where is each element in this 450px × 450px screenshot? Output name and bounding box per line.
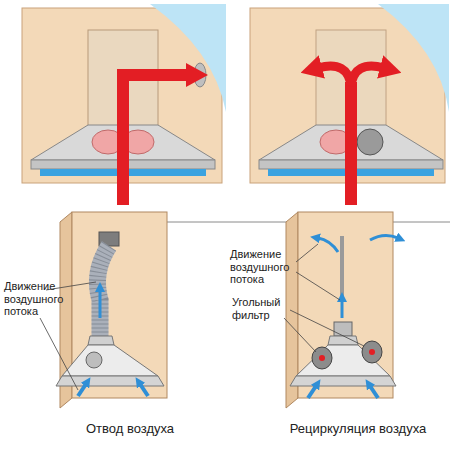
callout-label: Движение воздушного потока [230, 248, 310, 286]
carbon-filter [362, 341, 382, 363]
hood-pyramid [62, 345, 158, 376]
carbon-filter [357, 129, 383, 155]
fan-housing [334, 322, 352, 336]
filter-center [369, 349, 375, 355]
air-flow-arrow [123, 75, 190, 205]
air-channel [340, 236, 344, 296]
grease-filter [354, 169, 434, 176]
blue-flow-arrow [370, 386, 378, 398]
callout-label: Движение воздушного потока [4, 280, 84, 318]
blue-flow-arrow [341, 300, 344, 318]
wall-shade [378, 4, 449, 112]
exhaust-cabinet [40, 212, 167, 408]
blue-flow-arrow [140, 384, 148, 396]
blue-flow-arrow [99, 290, 102, 318]
leader-line [284, 318, 316, 352]
blue-flow-arrow [370, 235, 398, 240]
recirculation-cabinet [284, 212, 398, 408]
air-flow-arrow [345, 82, 357, 205]
grease-filter [40, 169, 118, 176]
leader-line [296, 244, 318, 262]
leader-line [40, 318, 78, 390]
carbon-filter [312, 347, 332, 369]
exhaust-hood-view [22, 4, 226, 205]
blue-flow-arrow [78, 384, 86, 396]
air-flow-arrow [351, 66, 384, 86]
grease-filter [268, 169, 346, 176]
fan-opening [86, 352, 102, 368]
leader-line [290, 310, 364, 346]
leader-line [296, 272, 340, 300]
filter-center [319, 355, 325, 361]
caption-label: Отвод воздуха [60, 422, 200, 437]
hood-rim [56, 376, 164, 386]
wall-outlet [194, 63, 206, 87]
caption-label: Рециркуляция воздуха [268, 422, 448, 437]
grease-filter [126, 169, 206, 176]
wall-shade [150, 4, 226, 112]
hood-neck [88, 336, 114, 345]
recirculation-hood-view [250, 4, 449, 205]
callout-label: Угольный фильтр [232, 296, 298, 321]
flex-duct [97, 246, 109, 336]
blue-flow-arrow [308, 386, 316, 398]
blue-flow-arrow [318, 238, 338, 252]
flex-duct-ribs [97, 246, 109, 336]
hood-rim [290, 376, 396, 386]
air-flow-arrow [318, 66, 351, 86]
